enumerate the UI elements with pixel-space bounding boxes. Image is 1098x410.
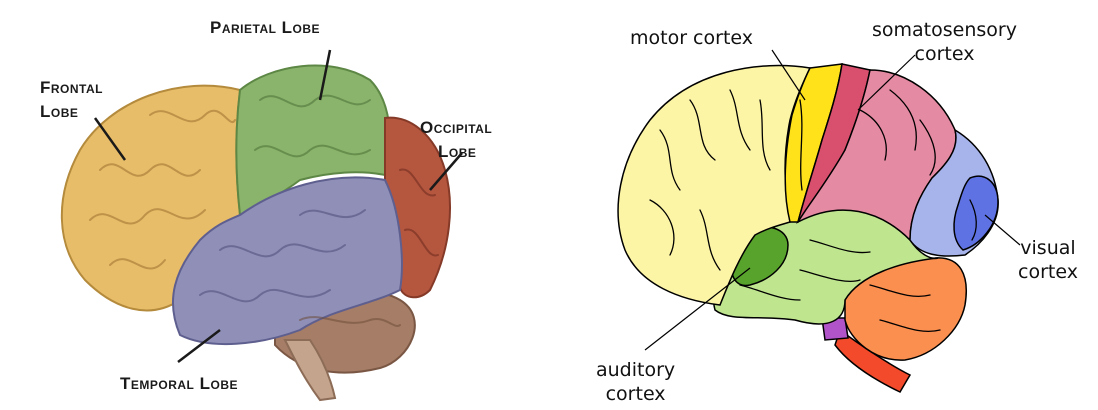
temporal-lobe-label: Temporal Lobe	[120, 372, 238, 396]
cortex-areas-diagram: motor cortex somatosensory cortex visual…	[560, 0, 1098, 410]
visual-cortex-label: visual cortex	[1018, 236, 1078, 284]
parietal-lobe-label: Parietal Lobe	[210, 16, 320, 40]
auditory-cortex-label: auditory cortex	[596, 358, 675, 406]
occipital-lobe-label: Occipital Lobe	[420, 116, 492, 164]
cortex-illustration	[560, 0, 1098, 410]
frontal-lobe-label: Frontal Lobe	[40, 76, 103, 124]
lobes-illustration	[0, 0, 560, 410]
motor-cortex-label: motor cortex	[630, 26, 753, 50]
somatosensory-cortex-label: somatosensory cortex	[872, 18, 1017, 66]
lobes-diagram: Frontal Lobe Parietal Lobe Occipital Lob…	[0, 0, 560, 410]
